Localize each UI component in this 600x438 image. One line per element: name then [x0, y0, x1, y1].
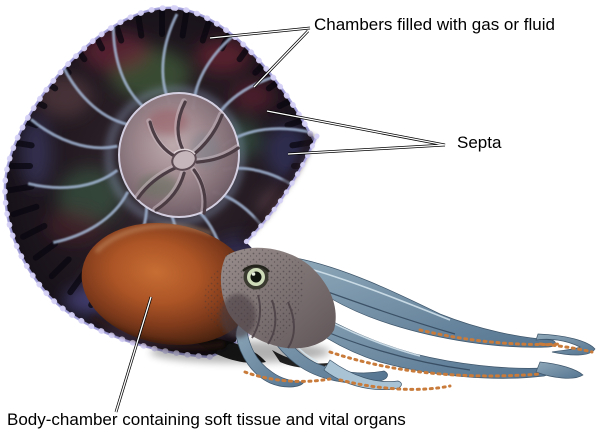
sucker-rows — [243, 328, 594, 391]
eye — [242, 264, 270, 290]
aperture-edge — [241, 134, 317, 242]
animal — [81, 223, 596, 391]
head — [220, 247, 336, 349]
face-grooves — [251, 294, 295, 349]
label-septa: Septa — [457, 133, 502, 152]
tentacle-tip — [535, 361, 584, 379]
initial-chamber — [171, 149, 197, 171]
inner-whorl — [105, 86, 245, 226]
label-body-chamber: Body-chamber containing soft tissue and … — [7, 410, 406, 429]
label-chambers: Chambers filled with gas or fluid — [314, 15, 555, 34]
arm-shadow — [272, 350, 334, 368]
